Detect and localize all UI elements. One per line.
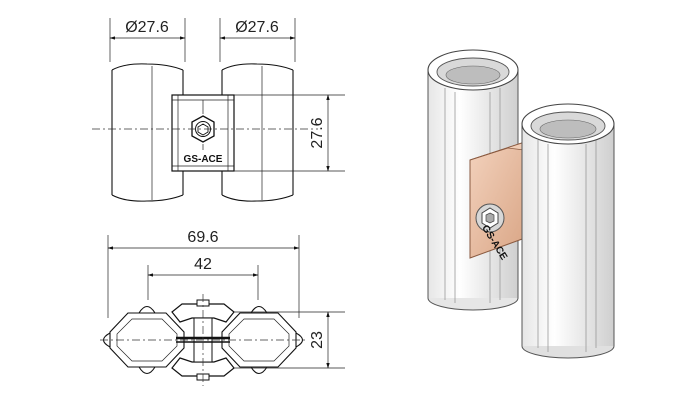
center-distance-label: 42 (194, 256, 212, 273)
dim-dia-right: Ø27.6 (219, 18, 296, 62)
dim-height-top: 27.6 (234, 94, 345, 172)
dim-center-distance: 42 (147, 256, 259, 300)
dim-dia-left: Ø27.6 (109, 18, 186, 62)
iso-pipe-front (521, 103, 615, 359)
height-section-label: 23 (309, 331, 326, 349)
iso-view: GS-ACE (427, 49, 615, 359)
overall-width-label: 69.6 (187, 229, 218, 246)
dia-left-label: Ø27.6 (125, 19, 169, 36)
section-view: 69.6 42 (100, 229, 345, 386)
top-view: Ø27.6 Ø27.6 (92, 18, 345, 202)
dim-overall-width: 69.6 (107, 229, 300, 318)
top-brand-label: GS-ACE (184, 154, 223, 165)
dia-right-label: Ø27.6 (235, 19, 279, 36)
dim-height-section: 23 (234, 311, 345, 369)
height-top-label: 27.6 (309, 117, 326, 148)
joint-plate-front: GS-ACE (171, 94, 235, 172)
